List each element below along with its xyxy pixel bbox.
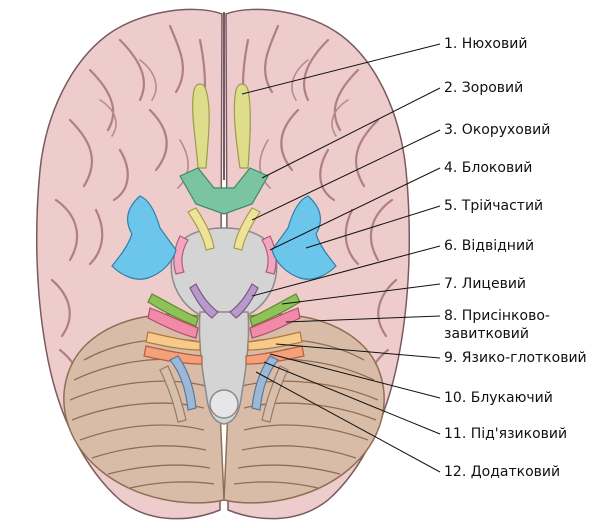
trigeminal-nerve-left [111,195,177,280]
olfactory-nerve-left [192,83,210,169]
label-hypoglossal: 11. Під'язиковий [444,426,567,442]
label-facial: 7. Лицевий [444,276,526,292]
glossopharyngeal-nerve-right [247,331,303,351]
oculomotor-nerve-right [233,207,261,251]
label-oculomotor: 3. Окоруховий [444,122,550,138]
label-glossopharyngeal: 9. Язико-глотковий [444,350,587,366]
label-olfactory: 1. Нюховий [444,36,527,52]
trigeminal-nerve-right [271,195,337,280]
label-trigeminal: 5. Трійчастий [444,198,543,214]
accessory-nerve-right [261,365,289,423]
trochlear-nerve-right [261,235,277,275]
vagus-nerve-left [143,345,203,365]
facial-nerve-right [249,293,301,327]
spinal-cord-section [209,389,239,419]
label-vagus: 10. Блукаючий [444,390,553,406]
labels: 1. Нюховий 2. Зоровий 3. Окоруховий 4. Б… [444,36,587,480]
label-vestibulocochlear-line2: завитковий [444,326,529,342]
olfactory-nerve-right [233,83,251,169]
hypoglossal-nerve-right [251,355,279,411]
cranial-nerves [111,83,337,423]
vestibulocochlear-nerve-right [249,307,301,339]
hypoglossal-nerve-left [169,355,197,411]
optic-chiasm [179,167,269,215]
label-optic: 2. Зоровий [444,80,523,96]
accessory-nerve-left [159,365,187,423]
label-accessory: 12. Додатковий [444,464,560,480]
leader-lines [241,43,441,473]
glossopharyngeal-nerve-left [145,331,201,351]
abducens-nerve-left [189,283,219,319]
label-abducens: 6. Відвідний [444,238,534,254]
vestibulocochlear-nerve-left [147,307,199,339]
label-vestibulocochlear-line1: 8. Присінково- [444,308,550,324]
facial-nerve-left [147,293,199,327]
label-trochlear: 4. Блоковий [444,160,532,176]
oculomotor-nerve-left [187,207,215,251]
